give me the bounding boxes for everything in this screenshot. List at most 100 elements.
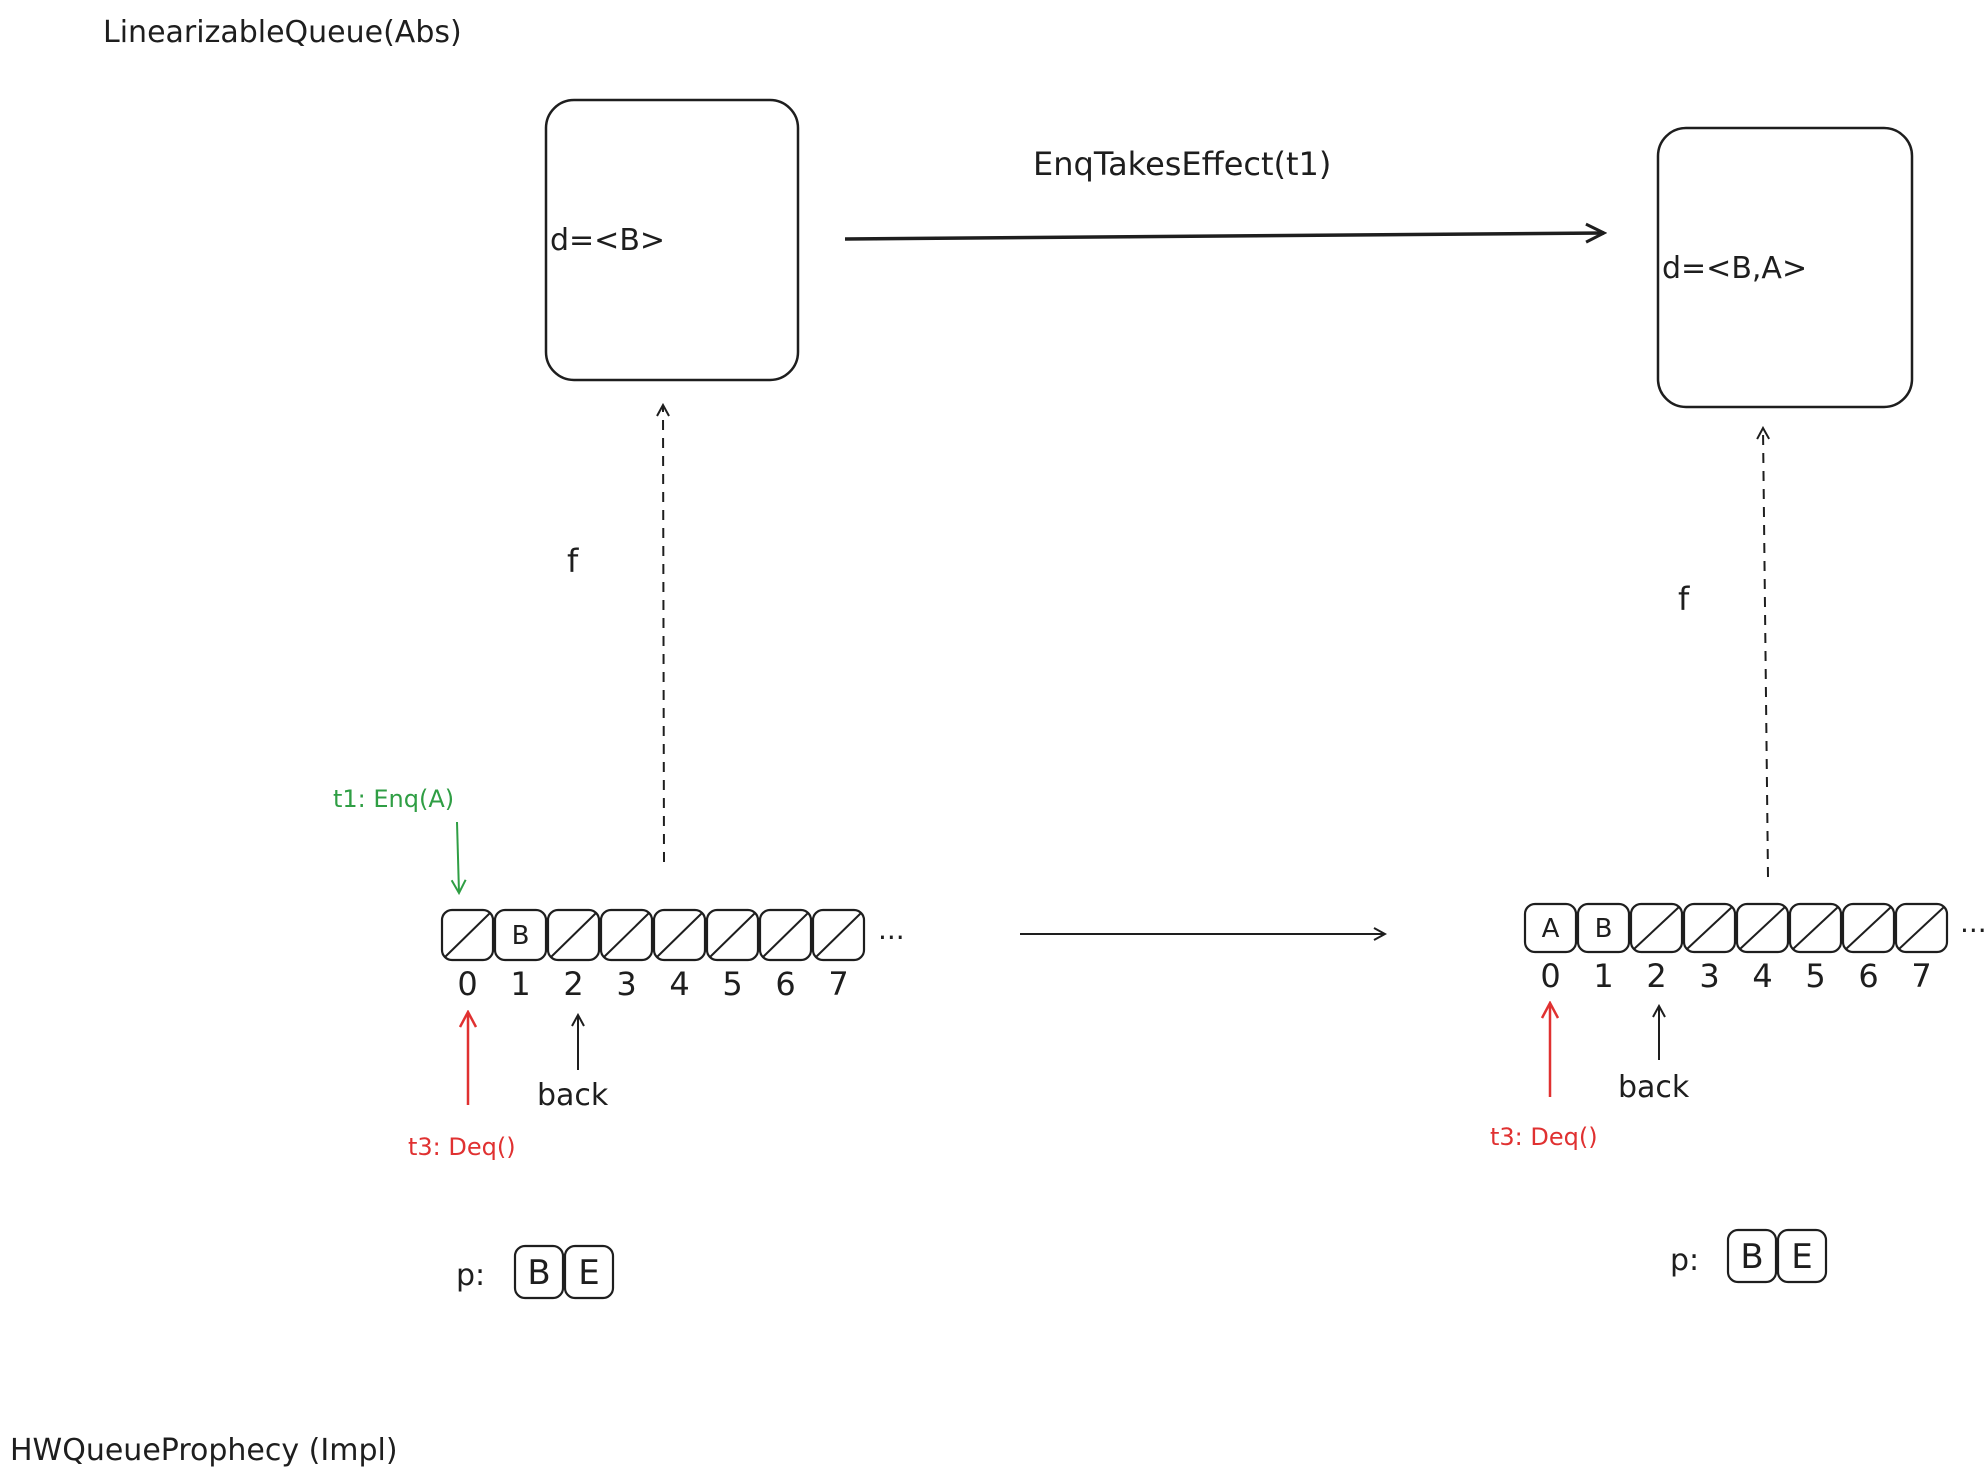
deq-label-left: t3: Deq() xyxy=(408,1133,516,1161)
array-cell xyxy=(1894,902,1949,954)
abstraction-function-label-left: f xyxy=(567,542,579,580)
prophecy-cell-box xyxy=(513,1244,565,1300)
array-cell xyxy=(1788,902,1843,954)
array-index-label: 4 xyxy=(1752,957,1772,995)
array-index-label: 3 xyxy=(1699,957,1719,995)
array-cell-box xyxy=(493,908,548,962)
prophecy-cell: E xyxy=(1776,1228,1828,1284)
abs-title: LinearizableQueue(Abs) xyxy=(103,15,462,50)
array-cell-box xyxy=(1629,902,1684,954)
abstract-state-right: d=<B,A> xyxy=(1656,126,1914,409)
array-index-label: 6 xyxy=(1858,957,1878,995)
array-cell xyxy=(546,908,601,962)
back-label-left: back xyxy=(537,1078,609,1113)
prophecy-label: p: xyxy=(1670,1243,1699,1278)
array-index-label: 2 xyxy=(563,965,583,1003)
prophecy-cell-box xyxy=(1776,1228,1828,1284)
transition-label: EnqTakesEffect(t1) xyxy=(1033,145,1331,183)
empty-slot-slash xyxy=(1739,906,1786,950)
array-index-label: 0 xyxy=(457,965,477,1003)
array-index-label: 1 xyxy=(1593,957,1613,995)
array-cell xyxy=(1682,902,1737,954)
prophecy-value: B xyxy=(527,1253,550,1293)
array-cell: B xyxy=(493,908,548,962)
array-cell: A xyxy=(1523,902,1578,954)
empty-slot-slash xyxy=(550,912,597,958)
abstract-state-box xyxy=(1656,126,1914,409)
empty-slot-slash xyxy=(656,912,703,958)
array-index-label: 1 xyxy=(510,965,530,1003)
empty-slot-slash xyxy=(444,912,491,958)
prophecy-cell-box xyxy=(1726,1228,1778,1284)
prophecy-value: E xyxy=(1791,1237,1812,1277)
array-cell-value: B xyxy=(512,921,530,951)
abstraction-function-label-right: f xyxy=(1678,580,1690,618)
array-cell-box xyxy=(758,908,813,962)
array-index-label: 4 xyxy=(669,965,689,1003)
empty-slot-slash xyxy=(1898,906,1945,950)
array-index-label: 0 xyxy=(1540,957,1560,995)
deq-label-right: t3: Deq() xyxy=(1490,1123,1598,1151)
array-cell-box xyxy=(1841,902,1896,954)
empty-slot-slash xyxy=(709,912,756,958)
array-cell xyxy=(652,908,707,962)
array-cell xyxy=(1629,902,1684,954)
array-cell xyxy=(1841,902,1896,954)
array-cell xyxy=(1735,902,1790,954)
array-cell: B xyxy=(1576,902,1631,954)
empty-slot-slash xyxy=(1633,906,1680,950)
impl-title: HWQueueProphecy (Impl) xyxy=(10,1433,398,1468)
prophecy-cell: B xyxy=(1726,1228,1778,1284)
array-cell-box xyxy=(811,908,866,962)
prophecy-cell: B xyxy=(513,1244,565,1300)
back-label-right: back xyxy=(1618,1070,1690,1105)
prophecy-cell: E xyxy=(563,1244,615,1300)
empty-slot-slash xyxy=(603,912,650,958)
empty-slot-slash xyxy=(1686,906,1733,950)
array-cell-value: A xyxy=(1542,914,1560,944)
array-cell xyxy=(599,908,654,962)
array-index-label: 2 xyxy=(1646,957,1666,995)
abstract-state-left: d=<B> xyxy=(544,98,800,382)
transition-arrow xyxy=(844,233,1604,239)
array-index-label: 5 xyxy=(722,965,742,1003)
prophecy-cell-box xyxy=(563,1244,615,1300)
array-cell xyxy=(811,908,866,962)
array-cell-box xyxy=(1788,902,1843,954)
array-index-label: 3 xyxy=(616,965,636,1003)
array-cell-box xyxy=(440,908,495,962)
empty-slot-slash xyxy=(1845,906,1892,950)
array-cell-box xyxy=(1576,902,1631,954)
array-cell-box xyxy=(1735,902,1790,954)
array-index-label: 6 xyxy=(775,965,795,1003)
array-index-label: 7 xyxy=(828,965,848,1003)
array-ellipsis: ... xyxy=(1960,906,1987,939)
array-cell-box xyxy=(599,908,654,962)
abstract-state-text: d=<B,A> xyxy=(1662,251,1807,286)
abstract-state-box xyxy=(544,98,800,382)
empty-slot-slash xyxy=(762,912,809,958)
array-cell-box xyxy=(652,908,707,962)
abstract-state-text: d=<B> xyxy=(550,223,665,258)
array-cell xyxy=(440,908,495,962)
enq-arrow xyxy=(457,821,459,893)
array-cell-box xyxy=(546,908,601,962)
empty-slot-slash xyxy=(815,912,862,958)
array-cell xyxy=(705,908,760,962)
abstraction-arrow-left xyxy=(663,405,664,863)
array-cell xyxy=(758,908,813,962)
array-index-label: 5 xyxy=(1805,957,1825,995)
array-cell-box xyxy=(1894,902,1949,954)
prophecy-value: E xyxy=(578,1253,599,1293)
array-cell-value: B xyxy=(1595,914,1613,944)
enq-label: t1: Enq(A) xyxy=(333,785,454,813)
array-cell-box xyxy=(1682,902,1737,954)
array-ellipsis: ... xyxy=(878,913,905,946)
abstraction-arrow-right xyxy=(1763,428,1768,878)
prophecy-value: B xyxy=(1740,1237,1763,1277)
